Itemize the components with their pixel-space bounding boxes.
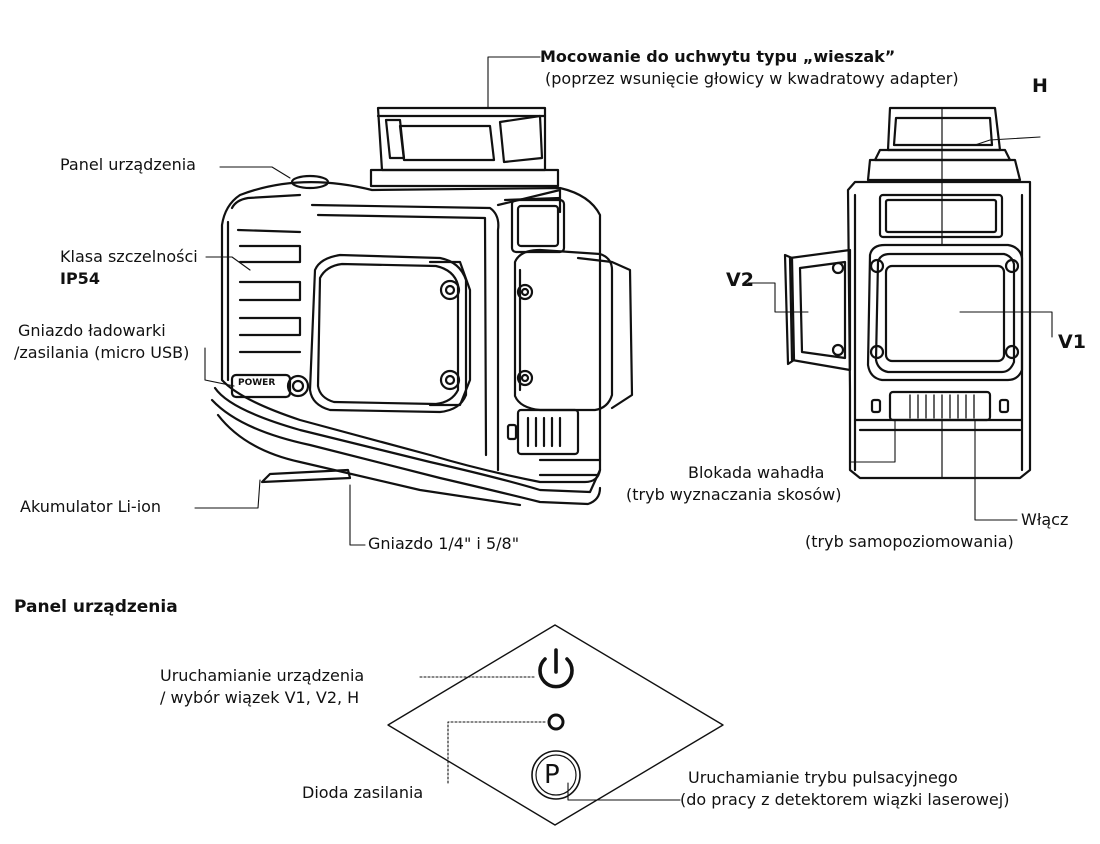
on-switch-label: Włącz: [1021, 510, 1069, 529]
front-switches: [853, 390, 1024, 432]
pulse-mode-sub: (do pracy z detektorem wiązki laserowej): [680, 790, 1010, 809]
side-laser-window: [513, 248, 634, 412]
top-panel-button: [290, 174, 330, 190]
h-beam-label: H: [1032, 75, 1048, 97]
panel-heading: Panel urządzenia: [14, 597, 178, 617]
power-led-label: Dioda zasilania: [302, 783, 424, 802]
power-led-icon: [547, 713, 565, 731]
panel-label: Panel urządzenia: [60, 155, 196, 174]
pendulum-lock-sub: (tryb wyznaczania skosów): [626, 485, 842, 504]
top-mount-bracket: [369, 106, 560, 188]
laser-level-front-view: [783, 106, 1032, 480]
v1-laser-window: [866, 243, 1024, 382]
laser-level-side-view: [210, 106, 634, 507]
control-panel-diagram: [387, 624, 724, 826]
on-switch-sub: (tryb samopoziomowania): [805, 532, 1014, 551]
mount-title: Mocowanie do uchwytu typu „wieszak”: [540, 47, 896, 66]
battery-label: Akumulator Li-ion: [20, 497, 162, 516]
panel-leaders: [419, 676, 681, 801]
lock-switch-grill: [506, 408, 580, 456]
mount-subtitle: (poprzez wsunięcie głowicy w kwadratowy …: [545, 69, 959, 88]
h-laser-window: [866, 106, 1022, 183]
ip-class-value: IP54: [60, 269, 100, 288]
thread-mount-label: Gniazdo 1/4" i 5/8": [368, 534, 520, 553]
left-leaders: [194, 56, 541, 546]
charger-port-label: Gniazdo ładowarki: [18, 321, 166, 340]
v1-beam-label: V1: [1058, 331, 1086, 353]
pulse-mode-label: Uruchamianie trybu pulsacyjnego: [688, 768, 958, 787]
pendulum-lock-label: Blokada wahadła: [688, 463, 825, 482]
pulse-button-letter: P: [544, 760, 560, 790]
v2-laser-window: [783, 248, 852, 372]
power-function-label: Uruchamianie urządzenia: [160, 666, 365, 685]
right-leaders: [747, 136, 1053, 521]
power-port-text: POWER: [238, 378, 276, 388]
power-icon: [538, 648, 574, 689]
pulse-button: [531, 750, 581, 800]
power-function-sub: / wybór wiązek V1, V2, H: [160, 688, 360, 707]
charger-port-label-2: /zasilania (micro USB): [14, 343, 190, 362]
v2-beam-label: V2: [726, 269, 754, 291]
device-body: [210, 181, 602, 507]
ip-class-label: Klasa szczelności: [60, 247, 198, 266]
front-laser-window: [308, 253, 472, 414]
